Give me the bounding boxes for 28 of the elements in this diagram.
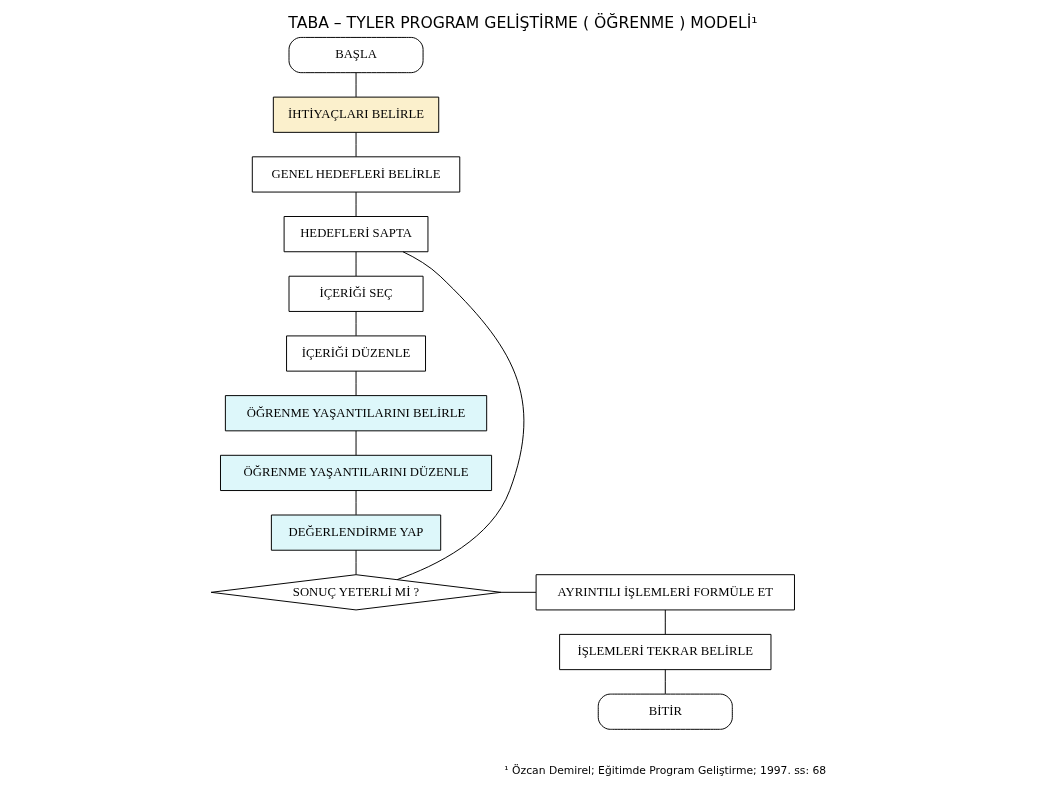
node-box: ÖĞRENME YAŞANTILARINI DÜZENLE [220, 454, 493, 492]
node-box: İHTİYAÇLARI BELİRLE [272, 96, 440, 133]
node-box: ÖĞRENME YAŞANTILARINI BELİRLE [224, 395, 488, 432]
connector [396, 251, 525, 581]
node-box: İÇERİĞİ SEÇ [288, 275, 424, 312]
connector [355, 72, 357, 98]
node-box: GENEL HEDEFLERİ BELİRLE [251, 156, 461, 193]
node-box: İŞLEMLERİ TEKRAR BELİRLE [559, 633, 772, 671]
connector [355, 131, 357, 158]
connector [355, 251, 357, 277]
node-box: İÇERİĞİ DÜZENLE [286, 335, 426, 372]
connector [355, 490, 357, 516]
node-diamond: SONUÇ YETERLİ Mİ ? [210, 574, 502, 611]
connector [664, 609, 666, 635]
node-box: AYRINTILI İŞLEMLERİ FORMÜLE ET [535, 574, 795, 611]
connector [355, 370, 357, 396]
connector [664, 669, 666, 695]
node-box: BAŞLA [288, 36, 424, 74]
connector [355, 430, 357, 456]
node-box: BİTİR [597, 693, 733, 730]
connector [355, 311, 357, 337]
connector [355, 549, 357, 575]
label: ¹ Özcan Demirel; Eğitimde Program Geliştirme; 1997. ss: 68 [504, 764, 827, 778]
connector [500, 591, 537, 593]
diagram-title: TABA – TYLER PROGRAM GELİŞTİRME ( ÖĞRENME ) MODELİ¹ [288, 13, 758, 33]
node-box: DEĞERLENDİRME YAP [270, 514, 442, 551]
connector [355, 191, 357, 217]
node-box: HEDEFLERİ SAPTA [283, 216, 429, 253]
